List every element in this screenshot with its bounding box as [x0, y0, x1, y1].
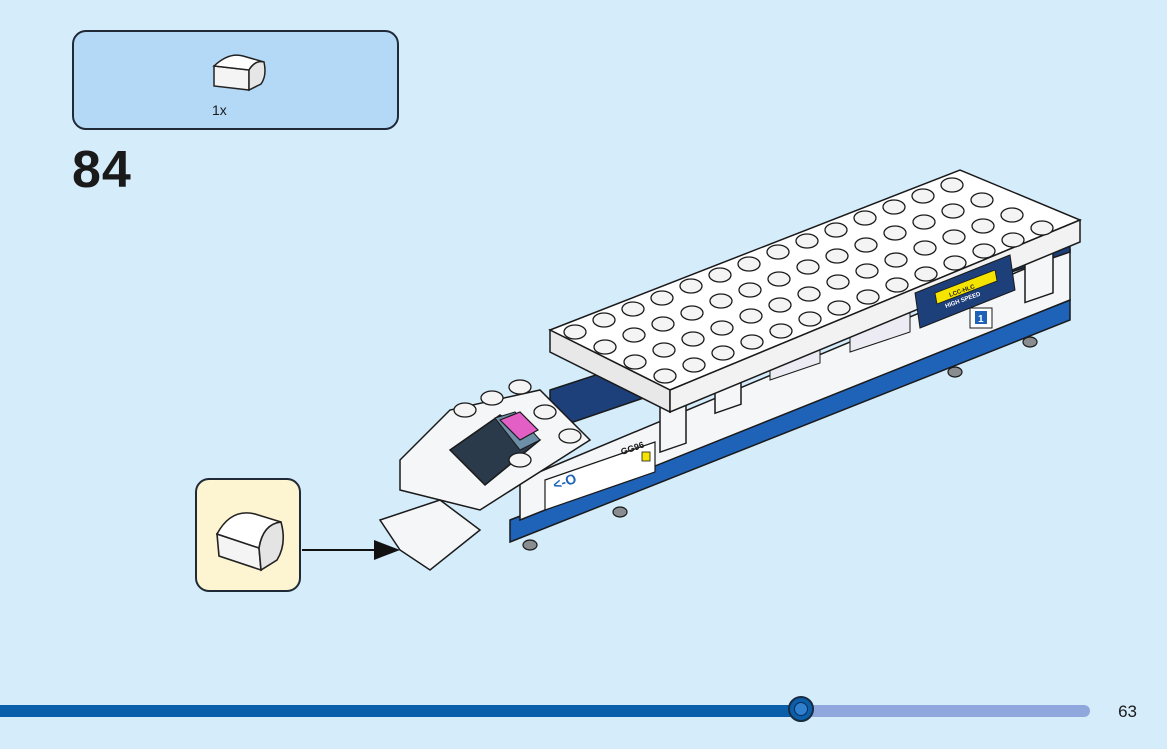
curved-slope-brick-icon [212, 54, 266, 92]
logo-decal: <-O [551, 470, 579, 493]
curved-slope-brick-icon [215, 512, 285, 572]
page-number: 63 [1118, 702, 1137, 721]
progress-bar [0, 696, 1090, 722]
step-number: 84 [72, 141, 132, 199]
warning-decal-icon [641, 451, 651, 462]
callout-arrow-icon [302, 540, 400, 560]
progress-bar-fill [0, 705, 802, 717]
part-quantity: 1x [212, 102, 227, 118]
train-model-illustration: <-O GG96 LCC-HLC HIGH SPEED 1 [378, 169, 1082, 571]
car-number-decal: 1 [978, 314, 984, 325]
part-callout [195, 478, 301, 592]
progress-knob-icon [788, 696, 815, 722]
parts-list-panel: 1x [72, 30, 399, 130]
